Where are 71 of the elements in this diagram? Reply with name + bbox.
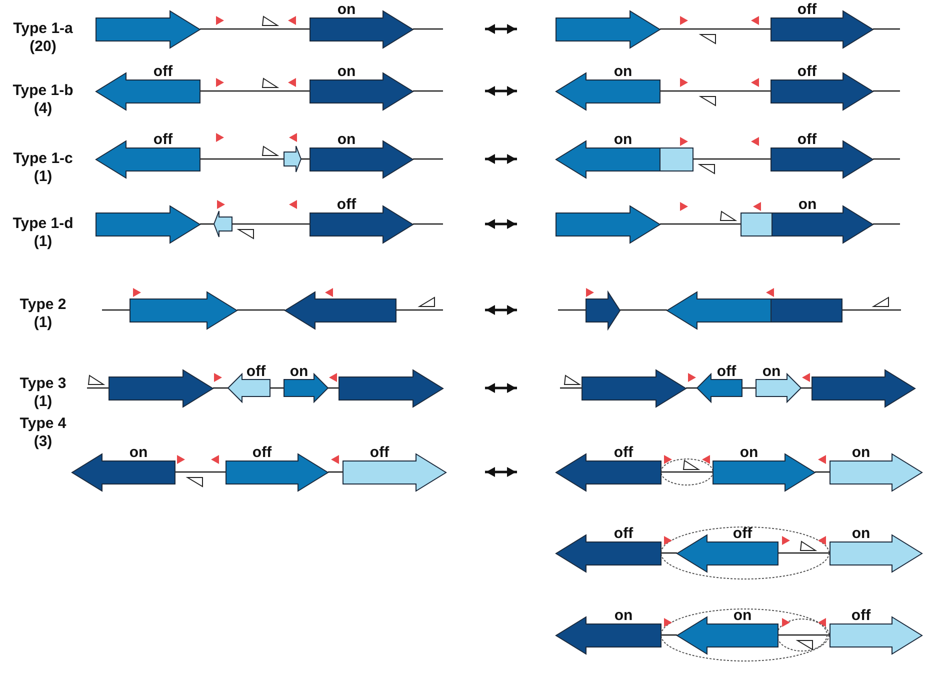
type-label: (1) <box>32 314 54 331</box>
dna-line <box>232 223 310 225</box>
state-label: off <box>796 64 818 78</box>
state-label: on <box>336 64 357 78</box>
double-headed-arrow <box>485 467 517 477</box>
state-label: on <box>336 132 357 146</box>
state-label: on <box>612 64 634 78</box>
state-label: on <box>850 526 872 540</box>
state-label: off <box>152 132 174 146</box>
type-label: Type 1-b <box>12 82 74 99</box>
dna-line <box>175 471 226 473</box>
dna-line <box>660 28 771 30</box>
state-label: off <box>152 64 174 78</box>
dna-line <box>742 387 756 389</box>
type-label: (1) <box>32 233 54 250</box>
double-headed-arrow <box>485 383 517 393</box>
state-label: on <box>850 444 872 460</box>
state-label: on <box>732 608 753 622</box>
type-label: (3) <box>32 433 54 450</box>
double-headed-arrow <box>485 24 517 34</box>
dna-line <box>815 471 830 473</box>
dna-line <box>213 387 228 389</box>
type-label: Type 2 <box>18 296 68 313</box>
state-label: on <box>336 2 357 16</box>
dna-line <box>661 634 677 636</box>
type-label: (1) <box>32 168 54 185</box>
state-label: off <box>796 2 818 16</box>
state-label: off <box>368 444 390 460</box>
state-label: on <box>797 196 818 212</box>
type-label: Type 1-c <box>12 150 74 167</box>
dna-line <box>328 471 343 473</box>
state-label: off <box>612 526 634 540</box>
dna-line <box>200 28 310 30</box>
dna-line <box>328 387 339 389</box>
type-label: (1) <box>32 393 54 410</box>
dna-line <box>801 387 812 389</box>
state-label: off <box>245 364 267 378</box>
state-label: on <box>288 364 310 378</box>
state-label: off <box>716 364 738 378</box>
state-label: off <box>850 608 872 622</box>
state-label: on <box>128 444 149 460</box>
state-label: on <box>738 444 760 460</box>
state-label: off <box>612 444 634 460</box>
state-label: on <box>612 132 634 146</box>
dna-line <box>660 90 771 92</box>
double-headed-arrow <box>485 86 517 96</box>
state-label: off <box>251 444 273 460</box>
dna-line <box>200 90 310 92</box>
dna-line <box>200 158 284 160</box>
type-label: Type 4 <box>18 415 68 432</box>
state-label: on <box>761 364 782 378</box>
dna-line <box>237 309 285 311</box>
dna-line <box>270 387 284 389</box>
state-label: on <box>613 608 634 622</box>
dna-line <box>200 223 214 225</box>
state-label: off <box>732 526 754 540</box>
dna-line <box>661 552 677 554</box>
dna-line <box>660 223 741 225</box>
dna-line <box>620 309 667 311</box>
state-label: off <box>796 132 818 146</box>
double-headed-arrow <box>485 154 517 164</box>
double-headed-arrow <box>485 305 517 315</box>
dna-line <box>686 387 697 389</box>
type-label: Type 1-d <box>12 215 74 232</box>
type-label: Type 3 <box>18 375 68 392</box>
type-label: Type 1-a <box>12 20 74 37</box>
type-label: (4) <box>32 100 54 117</box>
dna-line <box>693 158 771 160</box>
type-label: (20) <box>28 38 58 55</box>
double-headed-arrow <box>485 219 517 229</box>
state-label: off <box>336 196 358 212</box>
